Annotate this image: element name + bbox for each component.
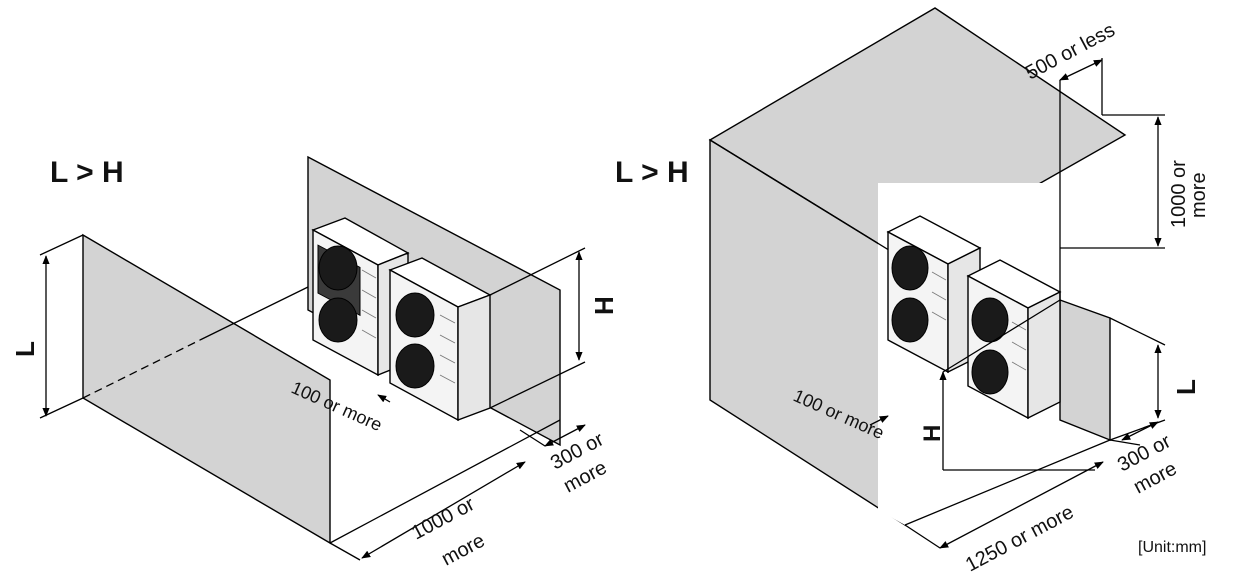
left-outdoor-unit-2 xyxy=(388,257,492,422)
right-front-dimension xyxy=(939,461,1104,549)
right-diagram: L > H xyxy=(615,7,1210,576)
right-L-label: L xyxy=(1171,379,1201,395)
left-diagram: L > H xyxy=(10,155,619,571)
unit-note: [Unit:mm] xyxy=(1138,539,1206,556)
left-front-label-2: more xyxy=(438,530,489,571)
right-above-label-1: 1000 or xyxy=(1168,160,1190,228)
left-H-label: H xyxy=(589,296,619,315)
left-L-label: L xyxy=(10,341,40,357)
right-front-label: 1250 or more xyxy=(962,501,1077,576)
right-H-label: H xyxy=(919,425,946,442)
right-condition-label: L > H xyxy=(615,156,689,189)
right-rear-strip xyxy=(1059,299,1111,442)
left-floor-line xyxy=(199,286,309,341)
left-dashed-line xyxy=(82,339,201,399)
right-outdoor-unit-2 xyxy=(966,259,1062,420)
left-condition-label: L > H xyxy=(50,156,124,189)
left-front-dimension xyxy=(361,461,526,559)
right-above-label-2: more xyxy=(1188,172,1210,218)
